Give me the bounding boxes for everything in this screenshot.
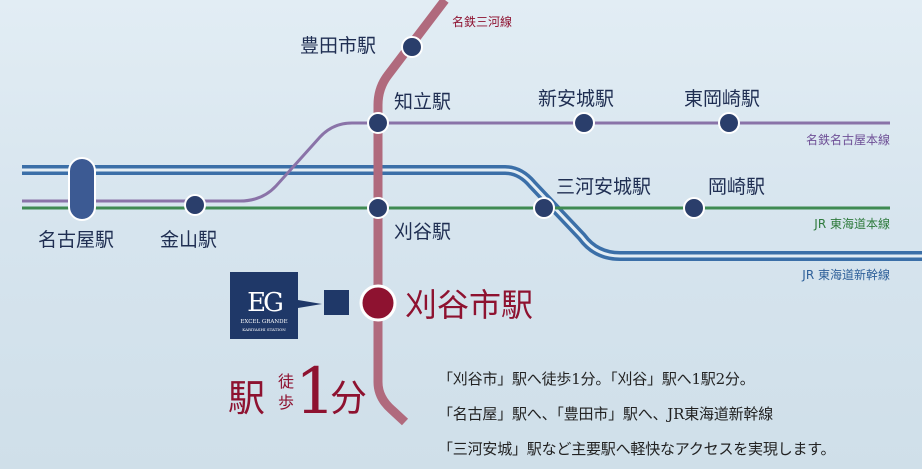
shin-anjo-dot [573,112,595,134]
logo-pointer [298,300,322,308]
kariya-dot [367,197,389,219]
kanayama-dot [184,194,206,216]
meitetsu-mikawa-line [373,0,449,426]
chiryu-label: 知立駅 [394,91,451,113]
nagoya-label: 名古屋駅 [38,229,114,251]
toyotashi-dot [401,36,423,58]
description-line-1: 「刈谷市」駅へ徒歩1分。「刈谷」駅へ1駅2分。 [438,370,755,388]
jr-shinkansen-line [22,165,922,261]
walk-unit: 分 [330,377,367,420]
jr-shinkansen-label: JR 東海道新幹線 [801,267,890,282]
higashi-okazaki-dot [718,112,740,134]
walk-char-1: 徒 [278,372,294,391]
jr-tokaido-label: JR 東海道本線 [813,216,890,231]
meitetsu-nagoya-label: 名鉄名古屋本線 [806,132,890,147]
kariya-label: 刈谷駅 [394,221,451,243]
shin-anjo-label: 新安城駅 [538,88,614,110]
walk-char-2: 歩 [278,393,294,412]
excel-grande-logo: EG EXCEL GRANDE KARIYASHI STATION [230,272,298,339]
mikawa-anjo-dot [533,197,555,219]
mikawa-anjo-label: 三河安城駅 [556,176,651,198]
kariyashi-label: 刈谷市駅 [405,286,533,324]
kariyashi-dot [359,284,397,322]
property-marker [324,290,349,315]
logo-name: EXCEL GRANDE [240,319,287,325]
meitetsu-nagoya-line [22,121,890,203]
nagoya-station-marker [68,157,96,221]
kanayama-label: 金山駅 [160,229,217,251]
meitetsu-mikawa-label: 名鉄三河線 [452,14,512,29]
description-line-2: 「名古屋」駅へ、「豊田市」駅へ、JR東海道新幹線 [438,405,774,423]
okazaki-label: 岡崎駅 [708,176,765,198]
higashi-okazaki-label: 東岡崎駅 [684,88,760,110]
okazaki-dot [683,197,705,219]
walk-minutes: 1 [295,355,336,429]
logo-sub: KARIYASHI STATION [242,327,286,332]
walk-time: 駅 徒 歩 1 分 [228,355,367,429]
toyotashi-label: 豊田市駅 [300,35,376,57]
station-dots [184,36,740,322]
chiryu-dot [367,112,389,134]
description-line-3: 「三河安城」駅など主要駅へ軽快なアクセスを実現します。 [438,440,836,458]
logo-mark: EG [247,288,282,318]
walk-station-char: 駅 [228,377,265,420]
